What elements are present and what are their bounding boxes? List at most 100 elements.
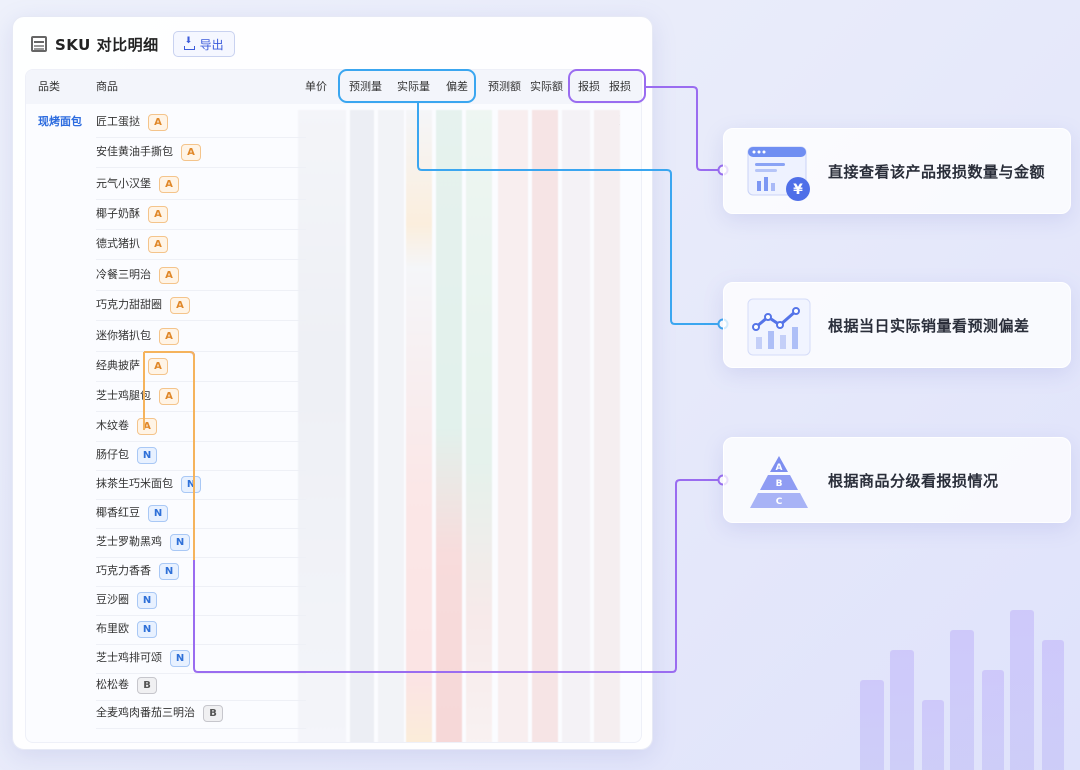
product-name: 冷餐三明治: [96, 268, 151, 281]
grade-badge: N: [159, 562, 179, 580]
grade-badge: A: [181, 143, 201, 161]
grade-connector-line: [144, 351, 722, 673]
line-bar-chart-icon: [747, 298, 811, 356]
grade-badge: A: [159, 266, 179, 284]
sku-comparison-card: SKU 对比明细 导出 品类 商品 单价 预测量 实际量 偏差 预测额 实际额 …: [12, 16, 653, 750]
column-header-forecast-amount[interactable]: 预测额: [488, 80, 521, 93]
row-divider: [96, 673, 306, 674]
grade-badge: A: [159, 175, 179, 193]
feature-card-forecast: 根据当日实际销量看预测偏差: [723, 282, 1071, 368]
card-title: SKU 对比明细: [55, 35, 159, 54]
product-cell: 全麦鸡肉番茄三明治 B: [96, 704, 223, 722]
table-row[interactable]: 全麦鸡肉番茄三明治 B: [26, 699, 641, 729]
background-bars-decoration: [850, 570, 1080, 770]
column-header-unit-price[interactable]: 单价: [305, 80, 327, 93]
table-row[interactable]: 元气小汉堡 A: [26, 170, 641, 200]
feature-card-grade: A B C 根据商品分级看报损情况: [723, 437, 1071, 523]
feature-text-grade: 根据商品分级看报损情况: [828, 472, 999, 490]
product-name: 匠工蛋挞: [96, 115, 140, 128]
product-name: 芝士罗勒黑鸡: [96, 535, 162, 548]
column-header-deviation[interactable]: 偏差: [446, 80, 468, 93]
column-header-category[interactable]: 品类: [38, 80, 60, 93]
product-name: 全麦鸡肉番茄三明治: [96, 706, 195, 719]
table-row[interactable]: 木纹卷 A: [26, 412, 641, 442]
product-cell: 冷餐三明治 A: [96, 266, 179, 284]
table-row[interactable]: 芝士罗勒黑鸡 N: [26, 528, 641, 558]
row-divider: [96, 167, 306, 168]
table-header: 品类 商品 单价 预测量 实际量 偏差 预测额 实际额 报损 报损额: [26, 70, 641, 127]
grade-badge: A: [137, 417, 157, 435]
row-divider: [96, 259, 306, 260]
document-icon: [31, 36, 47, 52]
grade-badge: A: [170, 296, 190, 314]
column-header-actual-amount[interactable]: 实际额: [530, 80, 563, 93]
row-divider: [96, 441, 306, 442]
grade-badge: N: [170, 533, 190, 551]
row-divider: [96, 470, 306, 471]
grade-badge: A: [159, 327, 179, 345]
row-divider: [96, 137, 306, 138]
svg-text:¥: ¥: [793, 182, 803, 198]
grade-badge: B: [203, 704, 223, 722]
row-divider: [96, 320, 306, 321]
grade-badge: A: [148, 357, 168, 375]
feature-text-forecast: 根据当日实际销量看预测偏差: [828, 317, 1030, 335]
product-name: 德式猪扒: [96, 237, 140, 250]
product-name: 芝士鸡排可颂: [96, 651, 162, 664]
product-cell: 元气小汉堡 A: [96, 175, 179, 193]
export-button[interactable]: 导出: [172, 31, 235, 57]
row-divider: [96, 615, 306, 616]
row-divider: [96, 290, 306, 291]
product-cell: 巧克力香香 N: [96, 562, 179, 580]
column-header-loss[interactable]: 报损: [578, 80, 600, 93]
row-divider: [96, 644, 306, 645]
export-label: 导出: [199, 37, 224, 52]
column-header-product[interactable]: 商品: [96, 80, 118, 93]
table-row[interactable]: 冷餐三明治 A: [26, 261, 641, 291]
grade-badge: B: [137, 676, 157, 694]
row-divider: [96, 700, 306, 701]
column-header-forecast-qty[interactable]: 预测量: [349, 80, 382, 93]
product-name: 元气小汉堡: [96, 177, 151, 190]
product-name: 木纹卷: [96, 419, 129, 432]
grade-badge: A: [148, 205, 168, 223]
grade-badge: N: [137, 591, 157, 609]
download-icon: [183, 36, 195, 50]
row-divider: [96, 586, 306, 587]
column-header-actual-qty[interactable]: 实际量: [397, 80, 430, 93]
product-name: 巧克力香香: [96, 564, 151, 577]
product-cell: 芝士罗勒黑鸡 N: [96, 533, 190, 551]
row-divider: [96, 499, 306, 500]
pyramid-label-b: B: [776, 479, 783, 489]
sku-table: 品类 商品 单价 预测量 实际量 偏差 预测额 实际额 报损 报损额 现烤面包 …: [25, 69, 642, 743]
grade-badge: N: [181, 475, 201, 493]
grade-bracket-line: [144, 351, 195, 560]
table-row[interactable]: 巧克力香香 N: [26, 557, 641, 587]
